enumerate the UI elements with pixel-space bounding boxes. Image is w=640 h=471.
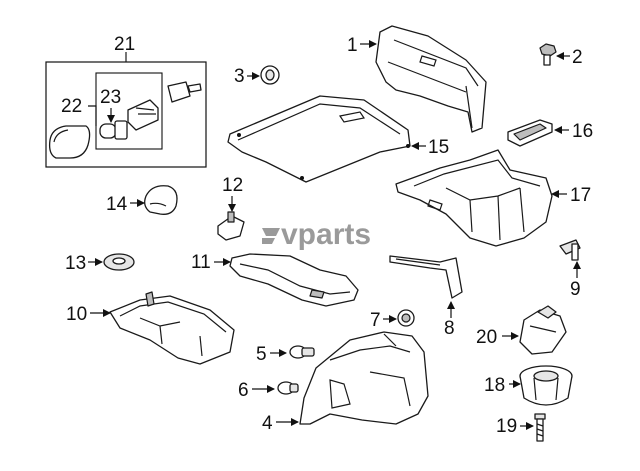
part-21-connector xyxy=(167,81,202,103)
part-7-plug xyxy=(397,309,415,327)
part-9-bolt xyxy=(559,239,581,261)
callout-21: 21 xyxy=(114,34,135,55)
callout-9: 9 xyxy=(570,279,581,300)
callout-19: 19 xyxy=(496,416,517,437)
part-12-hook xyxy=(217,211,245,241)
callout-8: 8 xyxy=(444,318,455,339)
part-3-grommet xyxy=(260,65,280,85)
part-8-trim-strip xyxy=(389,255,463,299)
part-4-side-trim xyxy=(299,331,429,425)
watermark-logo-mark xyxy=(262,228,280,244)
callout-15: 15 xyxy=(428,137,449,158)
callout-1: 1 xyxy=(347,35,358,56)
part-6-clip xyxy=(277,381,299,395)
part-22-lamp-lens xyxy=(48,125,91,159)
part-20-module xyxy=(519,305,567,355)
part-10-storage-tray xyxy=(109,291,235,365)
part-2-clip xyxy=(539,43,557,66)
callout-3: 3 xyxy=(234,66,245,87)
part-15-floor-mat xyxy=(227,95,411,183)
callout-6: 6 xyxy=(238,380,249,401)
callout-7: 7 xyxy=(370,310,381,331)
part-14-cover-cap xyxy=(144,185,178,215)
part-19-bolt xyxy=(534,413,546,442)
part-23-bulb xyxy=(99,120,128,140)
callout-10: 10 xyxy=(66,304,87,325)
callout-12: 12 xyxy=(222,175,243,196)
callout-22: 22 xyxy=(61,96,82,117)
callout-14: 14 xyxy=(106,194,128,215)
part-18-wheel-holder xyxy=(519,365,573,406)
callout-18: 18 xyxy=(484,375,505,396)
part-1-trim-panel xyxy=(375,25,487,133)
callout-16: 16 xyxy=(572,121,593,142)
part-11-panel xyxy=(229,253,359,307)
part-17-trunk-tub xyxy=(395,149,553,247)
part-21-socket xyxy=(127,99,159,131)
callout-13: 13 xyxy=(65,253,86,274)
callout-20: 20 xyxy=(476,327,497,348)
callout-5: 5 xyxy=(256,344,267,365)
callout-17: 17 xyxy=(570,185,591,206)
part-13-grommet xyxy=(103,253,135,271)
callout-4: 4 xyxy=(262,413,273,434)
part-5-clip xyxy=(289,345,315,359)
leader-22 xyxy=(88,105,97,126)
callout-2: 2 xyxy=(572,47,583,68)
callout-11: 11 xyxy=(191,252,211,273)
callout-23: 23 xyxy=(100,87,121,108)
watermark-logo: vparts xyxy=(262,218,371,251)
watermark-text: vparts xyxy=(281,218,371,251)
part-16-tray xyxy=(507,119,553,147)
